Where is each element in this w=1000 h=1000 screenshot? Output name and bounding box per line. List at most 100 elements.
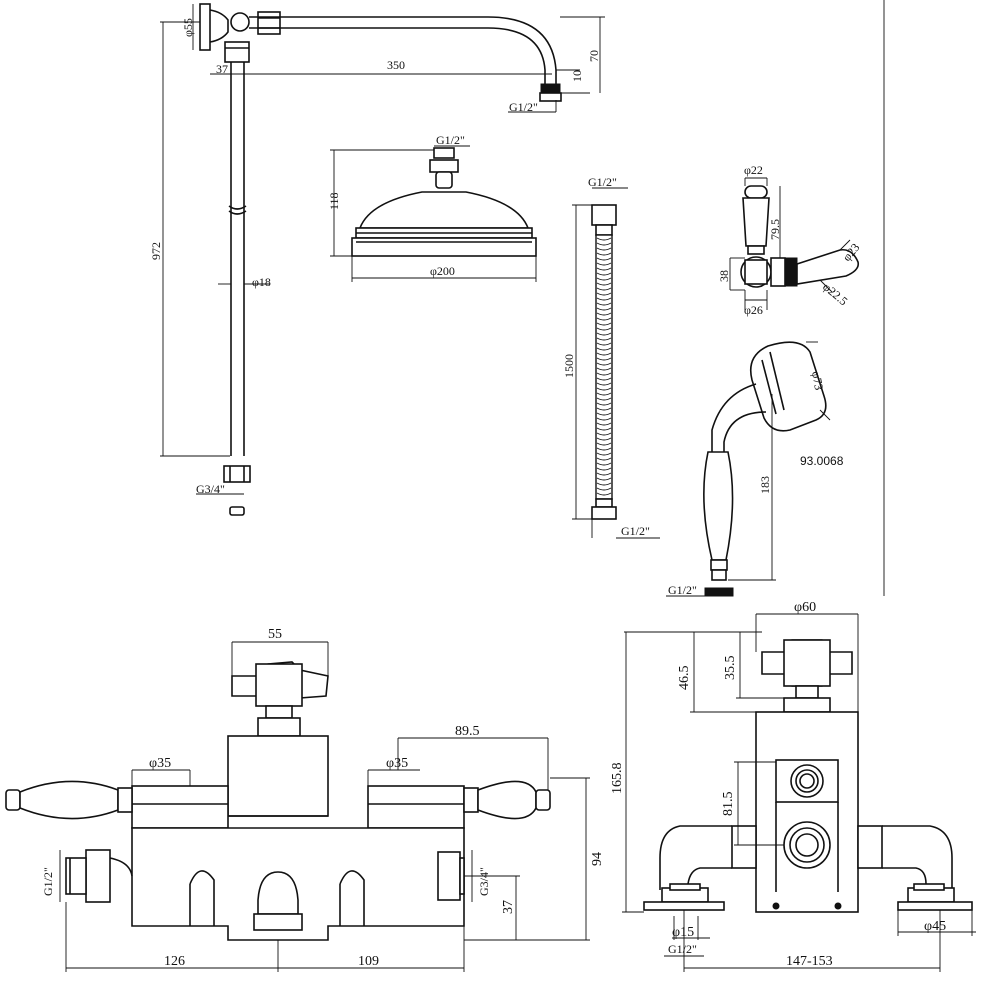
elbow-joint — [230, 12, 250, 32]
hose-rib — [596, 242, 612, 246]
hose-rib — [596, 412, 612, 416]
holder-knob — [744, 185, 768, 199]
hose-rib — [596, 402, 612, 406]
riser-nut — [224, 41, 250, 63]
hose-top-nut — [591, 204, 617, 226]
hose-rib — [596, 272, 612, 276]
hose-rib — [596, 472, 612, 476]
front-right-lever — [477, 780, 537, 820]
front-left-inlet-nut — [85, 849, 111, 903]
hose-rib — [596, 262, 612, 266]
wall-flange — [199, 3, 211, 51]
head-dome — [358, 191, 530, 229]
hose-rib — [596, 362, 612, 366]
hose-rib — [596, 297, 612, 301]
side-h-35: 35.5 — [723, 656, 738, 681]
hose-rib — [596, 292, 612, 296]
hose-rib — [596, 377, 612, 381]
handset-head — [749, 341, 827, 432]
holder-drawing — [729, 177, 860, 310]
rail-height: 972 — [149, 242, 163, 260]
hose-rib — [596, 437, 612, 441]
side-top-dia: φ60 — [794, 600, 816, 615]
hose-rib — [596, 452, 612, 456]
hose-rib — [596, 237, 612, 241]
rail-drop-10: 10 — [570, 70, 584, 82]
front-left-lever — [19, 780, 119, 820]
handset-length: 183 — [758, 476, 772, 494]
hose-rib — [596, 367, 612, 371]
hose-rib — [596, 302, 612, 306]
front-top-width: 55 — [268, 627, 282, 642]
hose-top-thread: G1/2" — [588, 175, 617, 189]
hose-rib — [596, 322, 612, 326]
handset-head-dia: φ73 — [809, 370, 826, 391]
hose-rib — [596, 382, 612, 386]
rail-bottom-thread: G3/4" — [196, 482, 225, 496]
hose-rib — [596, 417, 612, 421]
handset-drawing — [666, 341, 831, 597]
hose-rib — [596, 347, 612, 351]
hose-rib — [596, 442, 612, 446]
side-h-81: 81.5 — [721, 792, 736, 817]
hose-rib — [596, 397, 612, 401]
hose-rib — [596, 477, 612, 481]
hose-rib — [596, 337, 612, 341]
hose-rib — [596, 372, 612, 376]
hose-rib — [596, 482, 612, 486]
riser-plug — [229, 506, 245, 516]
hose-rib — [596, 422, 612, 426]
rail-arm-length: 350 — [387, 58, 405, 72]
front-height-94: 94 — [590, 852, 605, 866]
hose-rib — [596, 252, 612, 256]
hose-rib — [596, 312, 612, 316]
hose-rib — [596, 462, 612, 466]
front-left-span: 126 — [164, 954, 185, 969]
arm-outlet — [540, 83, 561, 94]
front-centre-body — [227, 735, 329, 817]
rail-pipe-dia: φ18 — [252, 275, 271, 289]
hose-rib — [596, 257, 612, 261]
front-right-dia: φ35 — [386, 756, 408, 771]
hose-rib — [596, 467, 612, 471]
holder-swivel — [784, 257, 798, 287]
side-body — [755, 711, 859, 913]
front-right-span: 109 — [358, 954, 379, 969]
hose-rib — [596, 352, 612, 356]
hose-rib — [596, 342, 612, 346]
hose-rib — [596, 332, 612, 336]
side-outlet-dia: φ45 — [924, 919, 946, 934]
hose-rib — [596, 282, 612, 286]
hose-rib — [596, 287, 612, 291]
holder-height-79: 79.5 — [768, 219, 782, 240]
hose-rib — [596, 432, 612, 436]
hose-rib — [596, 387, 612, 391]
front-outlet — [257, 871, 299, 915]
rail-wall-dia: φ55 — [181, 18, 195, 37]
handset-model: 93.0068 — [800, 454, 844, 468]
holder-base-dia: φ26 — [744, 303, 763, 317]
hose-rib — [596, 357, 612, 361]
holder-arm-dia-22: φ22.5 — [820, 280, 850, 309]
hose-drawing — [572, 187, 660, 539]
hose-bottom-nut — [591, 506, 617, 520]
valve-side-drawing — [622, 613, 976, 972]
holder-height-38: 38 — [717, 270, 731, 282]
front-height-37: 37 — [501, 900, 516, 914]
hose-rib — [596, 267, 612, 271]
hose-rib — [596, 457, 612, 461]
hose-rib — [596, 487, 612, 491]
rail-drop-70: 70 — [587, 50, 601, 62]
front-left-thread: G1/2" — [41, 867, 55, 896]
front-right-inlet-nut — [437, 851, 461, 901]
valve-front-drawing — [5, 641, 590, 972]
head-diameter: φ200 — [430, 264, 455, 278]
hose-rib — [596, 277, 612, 281]
hose-bottom-thread: G1/2" — [621, 524, 650, 538]
rail-top-thread: G1/2" — [509, 100, 538, 114]
holder-cradle — [796, 248, 860, 285]
handset-thread: G1/2" — [668, 583, 697, 597]
front-right-cartridge — [367, 785, 465, 829]
hose-rib — [596, 392, 612, 396]
front-right-reach: 89.5 — [455, 724, 480, 739]
